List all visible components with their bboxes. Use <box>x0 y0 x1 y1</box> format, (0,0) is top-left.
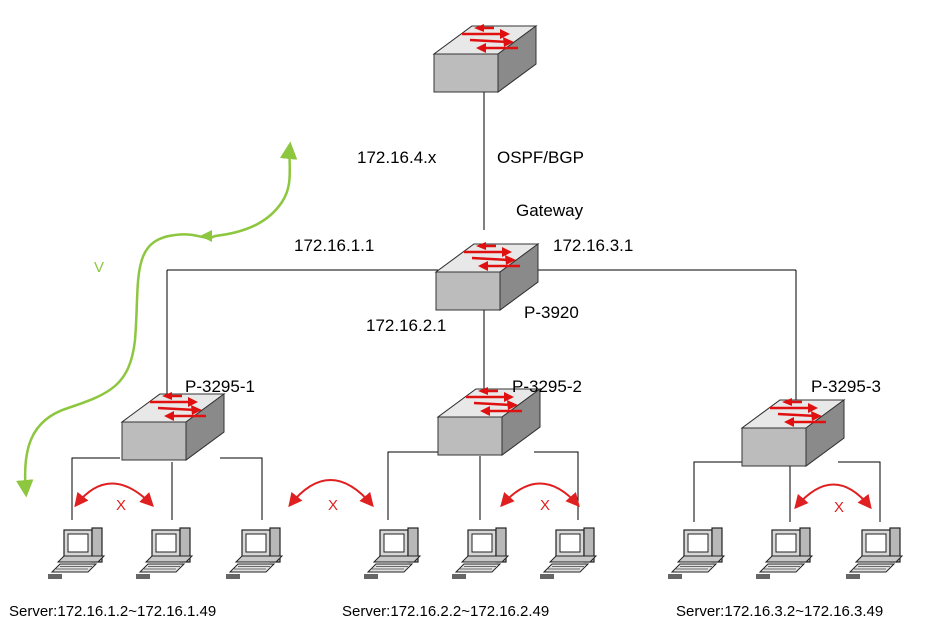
routing-protocol-label: OSPF/BGP <box>497 148 584 167</box>
core-ip-right-label: 172.16.3.1 <box>553 236 633 255</box>
computer-icon <box>539 527 597 580</box>
server-range-3: Server:172.16.3.2~172.16.3.49 <box>676 603 883 620</box>
computer-icon <box>135 527 193 580</box>
upstream-router-icon <box>432 22 538 94</box>
allowed-path <box>16 141 298 498</box>
blocked-paths <box>74 479 872 510</box>
core-switch-name: P-3920 <box>524 303 579 322</box>
computer-icon <box>845 527 903 580</box>
server-range-2: Server:172.16.2.2~172.16.2.49 <box>342 603 549 620</box>
gateway-label: Gateway <box>516 201 584 220</box>
uplink-subnet-label: 172.16.4.x <box>357 148 437 167</box>
access-switch-1-icon <box>120 390 226 462</box>
computer-icon <box>47 527 105 580</box>
core-ip-down-label: 172.16.2.1 <box>366 316 446 335</box>
computer-icon <box>667 527 725 580</box>
path-arrowhead <box>200 230 212 242</box>
blocked-mark-4: X <box>834 499 844 516</box>
access-switch-3-name: P-3295-3 <box>811 377 881 396</box>
computer-icon <box>755 527 813 580</box>
blocked-mark-3: X <box>540 497 550 514</box>
server-range-1: Server:172.16.1.2~172.16.1.49 <box>9 603 216 620</box>
access-switch-3-icon <box>740 396 846 468</box>
computer-icon <box>225 527 283 580</box>
core-ip-left-label: 172.16.1.1 <box>294 236 374 255</box>
access-switch-2-name: P-3295-2 <box>512 377 582 396</box>
server-group-2 <box>363 527 597 580</box>
access-switch-1-name: P-3295-1 <box>185 377 255 396</box>
core-switch-icon <box>434 240 540 312</box>
server-group-1 <box>47 527 283 580</box>
access-switch-2-icon <box>436 385 542 457</box>
computer-icon <box>451 527 509 580</box>
allowed-mark: V <box>94 259 104 276</box>
server-group-3 <box>667 527 903 580</box>
blocked-mark-2: X <box>328 497 338 514</box>
computer-icon <box>363 527 421 580</box>
blocked-mark-1: X <box>116 497 126 514</box>
